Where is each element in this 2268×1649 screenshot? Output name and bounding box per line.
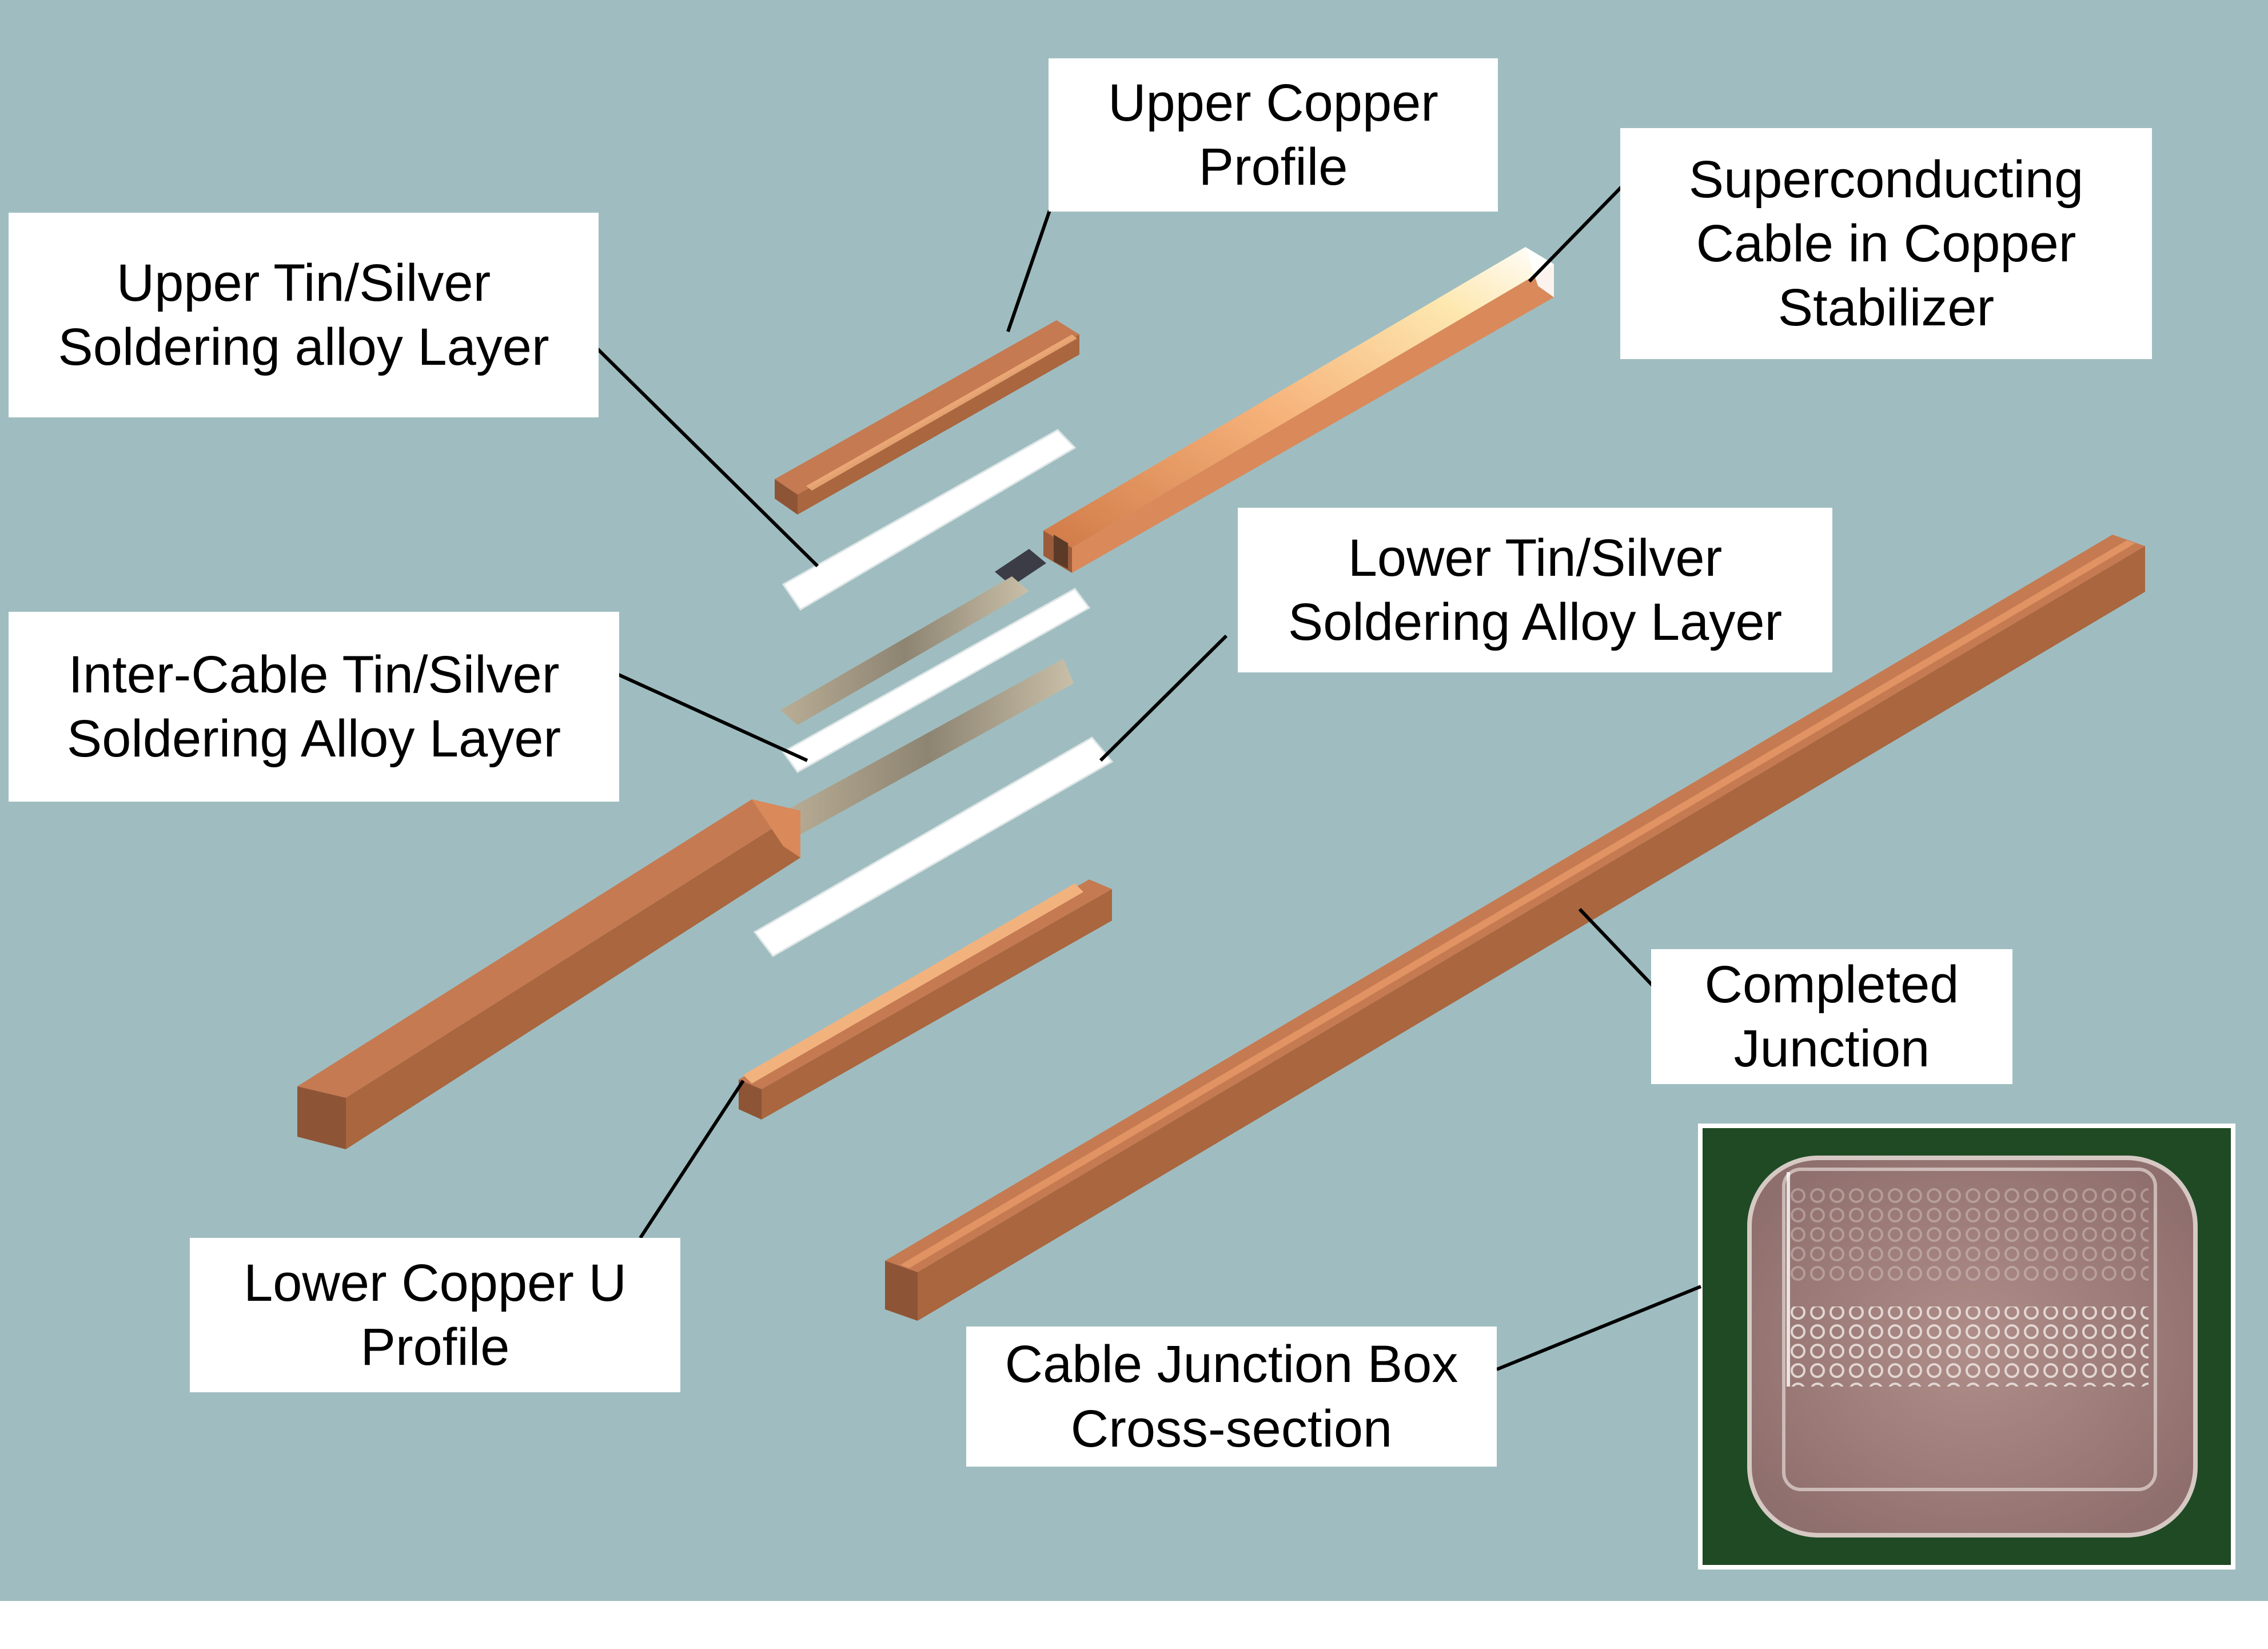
leader-inter-cable-layer xyxy=(617,673,808,762)
lower-cable-copper-bar xyxy=(297,799,800,1149)
completed-junction-bar xyxy=(885,535,2145,1321)
leader-upper-copper-profile xyxy=(1006,210,1051,332)
lower-cable-strand xyxy=(783,659,1074,838)
leader-upper-solder-layer xyxy=(596,347,819,568)
junction-box-cross-section-photo xyxy=(1698,1124,2235,1570)
lower-solder-strip xyxy=(753,736,1114,957)
inter-cable-solder-strip xyxy=(782,588,1091,773)
leader-lower-copper-u-profile xyxy=(639,1080,745,1239)
upper-copper-profile-part xyxy=(775,320,1079,515)
leader-lower-solder-layer xyxy=(1099,634,1228,762)
leader-lines xyxy=(596,184,1702,1371)
upper-cable-strand xyxy=(780,576,1029,725)
upper-solder-strip xyxy=(782,429,1077,611)
leader-junction-box-cross-section xyxy=(1496,1285,1702,1371)
leader-superconducting-cable xyxy=(1528,184,1624,283)
lower-copper-u-profile-part xyxy=(739,879,1112,1120)
leader-completed-junction xyxy=(1578,907,1664,998)
